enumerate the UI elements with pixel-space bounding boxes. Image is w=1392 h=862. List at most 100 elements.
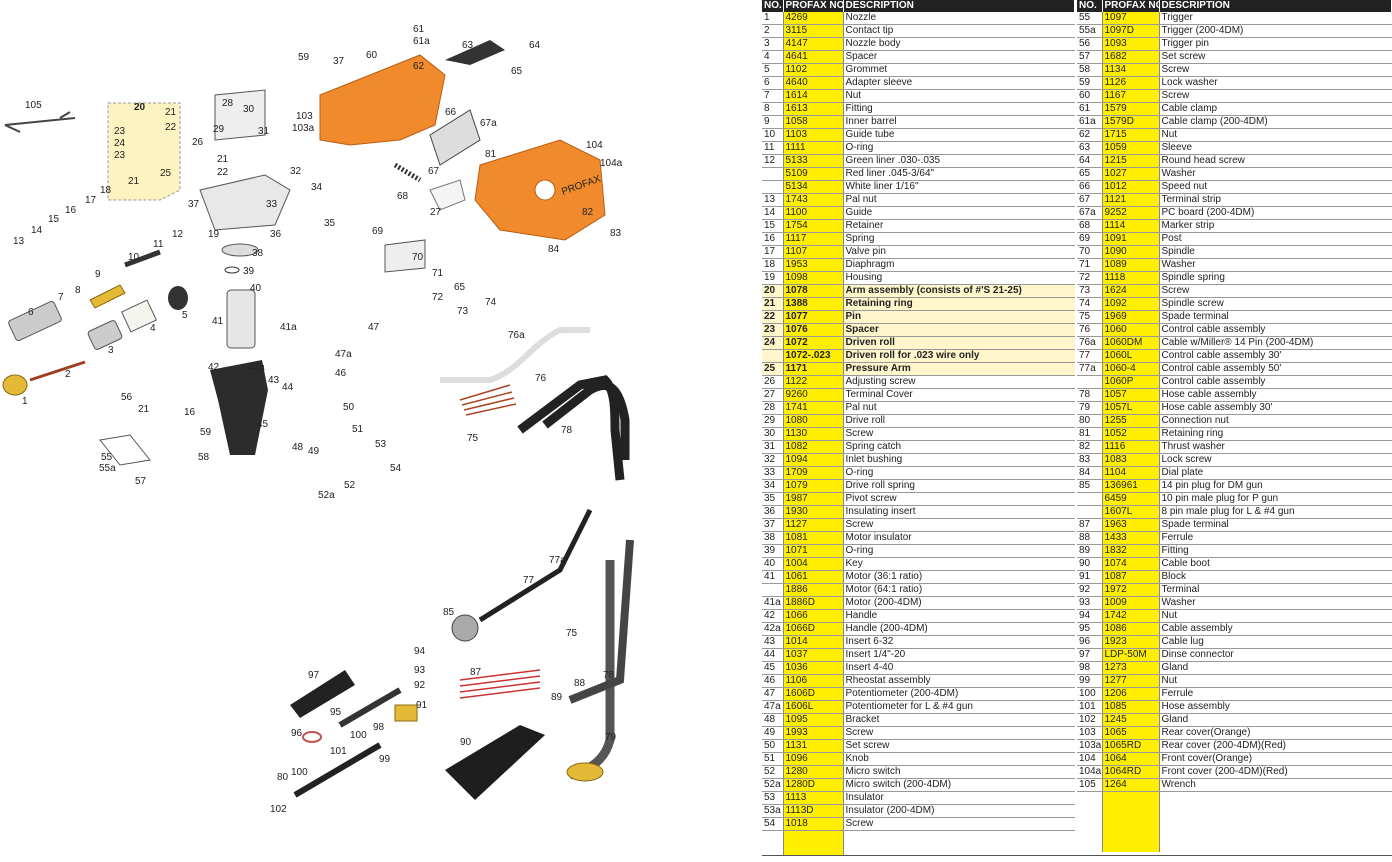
part-number-cell: 46 bbox=[762, 674, 784, 688]
profax-number-cell: 1969 bbox=[1102, 310, 1160, 324]
callout-84: 84 bbox=[548, 244, 560, 255]
callout-17: 17 bbox=[85, 195, 97, 206]
part-number-cell: 48 bbox=[762, 713, 784, 727]
callout-8: 8 bbox=[75, 285, 81, 296]
profax-number-cell: 1134 bbox=[1102, 63, 1160, 77]
table-header-row: NO. PROFAX NO. DESCRIPTION bbox=[1077, 0, 1392, 12]
profax-number-cell: 1081 bbox=[783, 531, 844, 545]
nozzle-part bbox=[2, 374, 28, 396]
description-cell: Washer bbox=[1159, 167, 1392, 181]
hose-assembly-part bbox=[293, 742, 382, 798]
part-number-cell: 71 bbox=[1077, 258, 1103, 272]
description-cell: Speed nut bbox=[1159, 180, 1392, 194]
profax-number-cell: 1072-.023 bbox=[783, 349, 844, 363]
description-cell: Potentiometer (200-4DM) bbox=[843, 687, 1075, 701]
description-cell: Trigger pin bbox=[1159, 37, 1392, 51]
part-number-cell: 54 bbox=[762, 817, 784, 831]
callout-22b: 22 bbox=[217, 167, 229, 178]
description-cell: Pal nut bbox=[843, 401, 1075, 415]
profax-number-cell: 1091 bbox=[1102, 232, 1160, 246]
callout-37b: 37 bbox=[333, 56, 345, 67]
profax-number-cell: 9252 bbox=[1102, 206, 1160, 220]
description-cell: Nozzle bbox=[843, 12, 1075, 25]
profax-number-cell: 1280 bbox=[783, 765, 844, 779]
profax-number-cell: 1059 bbox=[1102, 141, 1160, 155]
profax-number-cell: 1009 bbox=[1102, 596, 1160, 610]
description-cell: Spring bbox=[843, 232, 1075, 246]
callout-60: 60 bbox=[366, 50, 378, 61]
callout-76: 76 bbox=[535, 373, 547, 384]
description-cell: Trigger bbox=[1159, 12, 1392, 25]
hose-cable-part-2 bbox=[542, 380, 630, 460]
profax-number-cell: 1102 bbox=[783, 63, 844, 77]
profax-number-cell: 1606D bbox=[783, 687, 844, 701]
callout-12: 12 bbox=[172, 229, 184, 240]
callout-77a: 77a bbox=[549, 555, 566, 566]
callout-52: 52 bbox=[344, 480, 356, 491]
profax-number-cell: 1078 bbox=[783, 284, 844, 298]
callout-81: 81 bbox=[485, 149, 497, 160]
part-number-cell: 75 bbox=[1077, 310, 1103, 324]
description-cell: Wrench bbox=[1159, 778, 1392, 792]
part-number-cell: 47a bbox=[762, 700, 784, 714]
callout-40: 40 bbox=[250, 283, 262, 294]
profax-number-cell: 1058 bbox=[783, 115, 844, 129]
grommet-part bbox=[168, 286, 188, 310]
table-row bbox=[762, 830, 1075, 843]
block-part bbox=[394, 704, 418, 722]
description-cell: PC board (200-4DM) bbox=[1159, 206, 1392, 220]
callout-19: 19 bbox=[208, 229, 220, 240]
callout-35: 35 bbox=[324, 218, 336, 229]
parts-table-right: NO. PROFAX NO. DESCRIPTION 551097Trigger… bbox=[1077, 0, 1392, 852]
profax-number-cell: 1060P bbox=[1102, 375, 1160, 389]
part-number-cell: 24 bbox=[762, 336, 784, 350]
profax-number-cell: 1014 bbox=[783, 635, 844, 649]
column-header-no: NO. bbox=[1077, 0, 1103, 12]
description-cell: Spindle screw bbox=[1159, 297, 1392, 311]
profax-number-cell: 4147 bbox=[783, 37, 844, 51]
callout-34: 34 bbox=[311, 182, 323, 193]
trigger-part bbox=[99, 434, 151, 466]
profax-number-cell: 1167 bbox=[1102, 89, 1160, 103]
profax-number-cell: 1127 bbox=[783, 518, 844, 532]
description-cell: Control cable assembly bbox=[1159, 375, 1392, 389]
callout-42: 42 bbox=[208, 362, 220, 373]
part-number-cell: 93 bbox=[1077, 596, 1103, 610]
description-cell: Inner barrel bbox=[843, 115, 1075, 129]
part-number-cell: 78 bbox=[1077, 388, 1103, 402]
callout-68: 68 bbox=[397, 191, 409, 202]
profax-number-cell: 1987 bbox=[783, 492, 844, 506]
part-number-cell: 103a bbox=[1077, 739, 1103, 753]
part-number-cell bbox=[762, 349, 784, 363]
part-number-cell: 10 bbox=[762, 128, 784, 142]
callout-38: 38 bbox=[252, 248, 264, 259]
description-cell: Inlet bushing bbox=[843, 453, 1075, 467]
profax-number-cell: 1090 bbox=[1102, 245, 1160, 259]
callout-41a: 41a bbox=[280, 322, 297, 333]
description-cell: Block bbox=[1159, 570, 1392, 584]
callout-85: 85 bbox=[443, 607, 455, 618]
callout-90: 90 bbox=[460, 737, 472, 748]
guide-tube-part bbox=[124, 249, 161, 268]
dial-hole bbox=[534, 179, 556, 201]
callout-57: 57 bbox=[135, 476, 147, 487]
